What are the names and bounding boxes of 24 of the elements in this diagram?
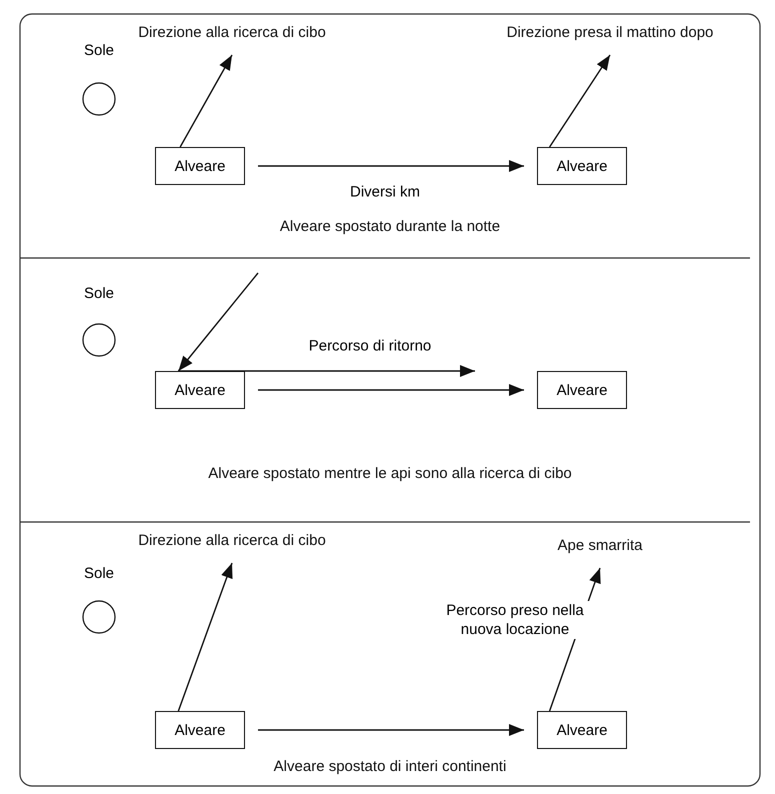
sun-label: Sole: [82, 285, 116, 302]
panel-caption: Alveare spostato di interi continenti: [274, 758, 506, 775]
arrow: [178, 365, 475, 377]
direction-label: Direzione presa il mattino dopo: [506, 24, 714, 41]
hive-box: Alveare: [155, 147, 245, 185]
arrow: [258, 384, 524, 396]
hive-box: Alveare: [537, 371, 627, 409]
arrow: [180, 54, 233, 148]
arrow: [549, 54, 611, 148]
arrow: [178, 562, 233, 712]
sun-label: Sole: [82, 565, 116, 582]
hive-box: Alveare: [537, 711, 627, 749]
sun-label: Sole: [82, 42, 116, 59]
direction-label: Direzione alla ricerca di cibo: [138, 24, 326, 41]
direction-label: Ape smarrita: [557, 537, 643, 554]
panel-caption: Alveare spostato mentre le api sono alla ricerca di cibo: [208, 465, 572, 482]
hive-box: Alveare: [537, 147, 627, 185]
arrow: [258, 724, 524, 736]
arrow: [258, 160, 524, 172]
hive-box: Alveare: [155, 371, 245, 409]
hive-box: Alveare: [155, 711, 245, 749]
arrow: [178, 272, 259, 372]
panel-caption: Alveare spostato durante la notte: [280, 218, 500, 235]
direction-label: Direzione alla ricerca di cibo: [138, 532, 326, 549]
